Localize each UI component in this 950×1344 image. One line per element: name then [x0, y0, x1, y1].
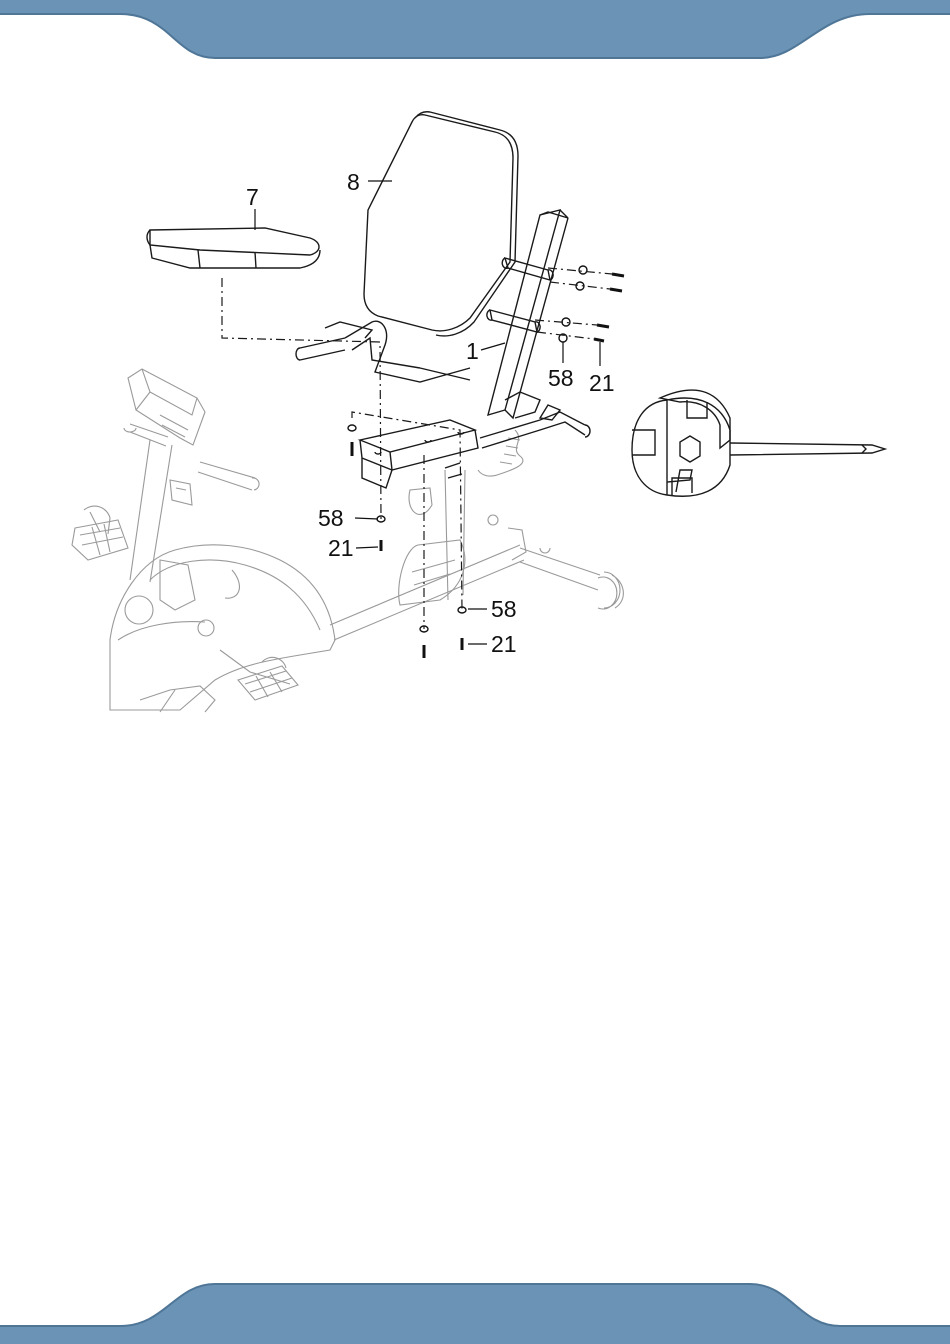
seat-frame [296, 210, 590, 488]
callout-seat: 7 [246, 184, 259, 210]
callout-bolt-left: 21 [328, 535, 354, 561]
combination-wrench-screwdriver-icon [632, 390, 885, 496]
callout-bolt-upper: 21 [589, 370, 615, 396]
callout-frame: 1 [466, 338, 479, 364]
callout-washer-right: 58 [491, 596, 517, 622]
footer-band [0, 1282, 950, 1344]
callout-washer-upper: 58 [548, 365, 574, 391]
callout-backrest: 8 [347, 169, 360, 195]
backrest-part [364, 112, 518, 336]
bolt-icon [594, 274, 624, 341]
seat-part [147, 228, 320, 268]
callout-washer-left: 58 [318, 505, 344, 531]
callout-bolt-right: 21 [491, 631, 517, 657]
washer-icon [559, 266, 587, 342]
